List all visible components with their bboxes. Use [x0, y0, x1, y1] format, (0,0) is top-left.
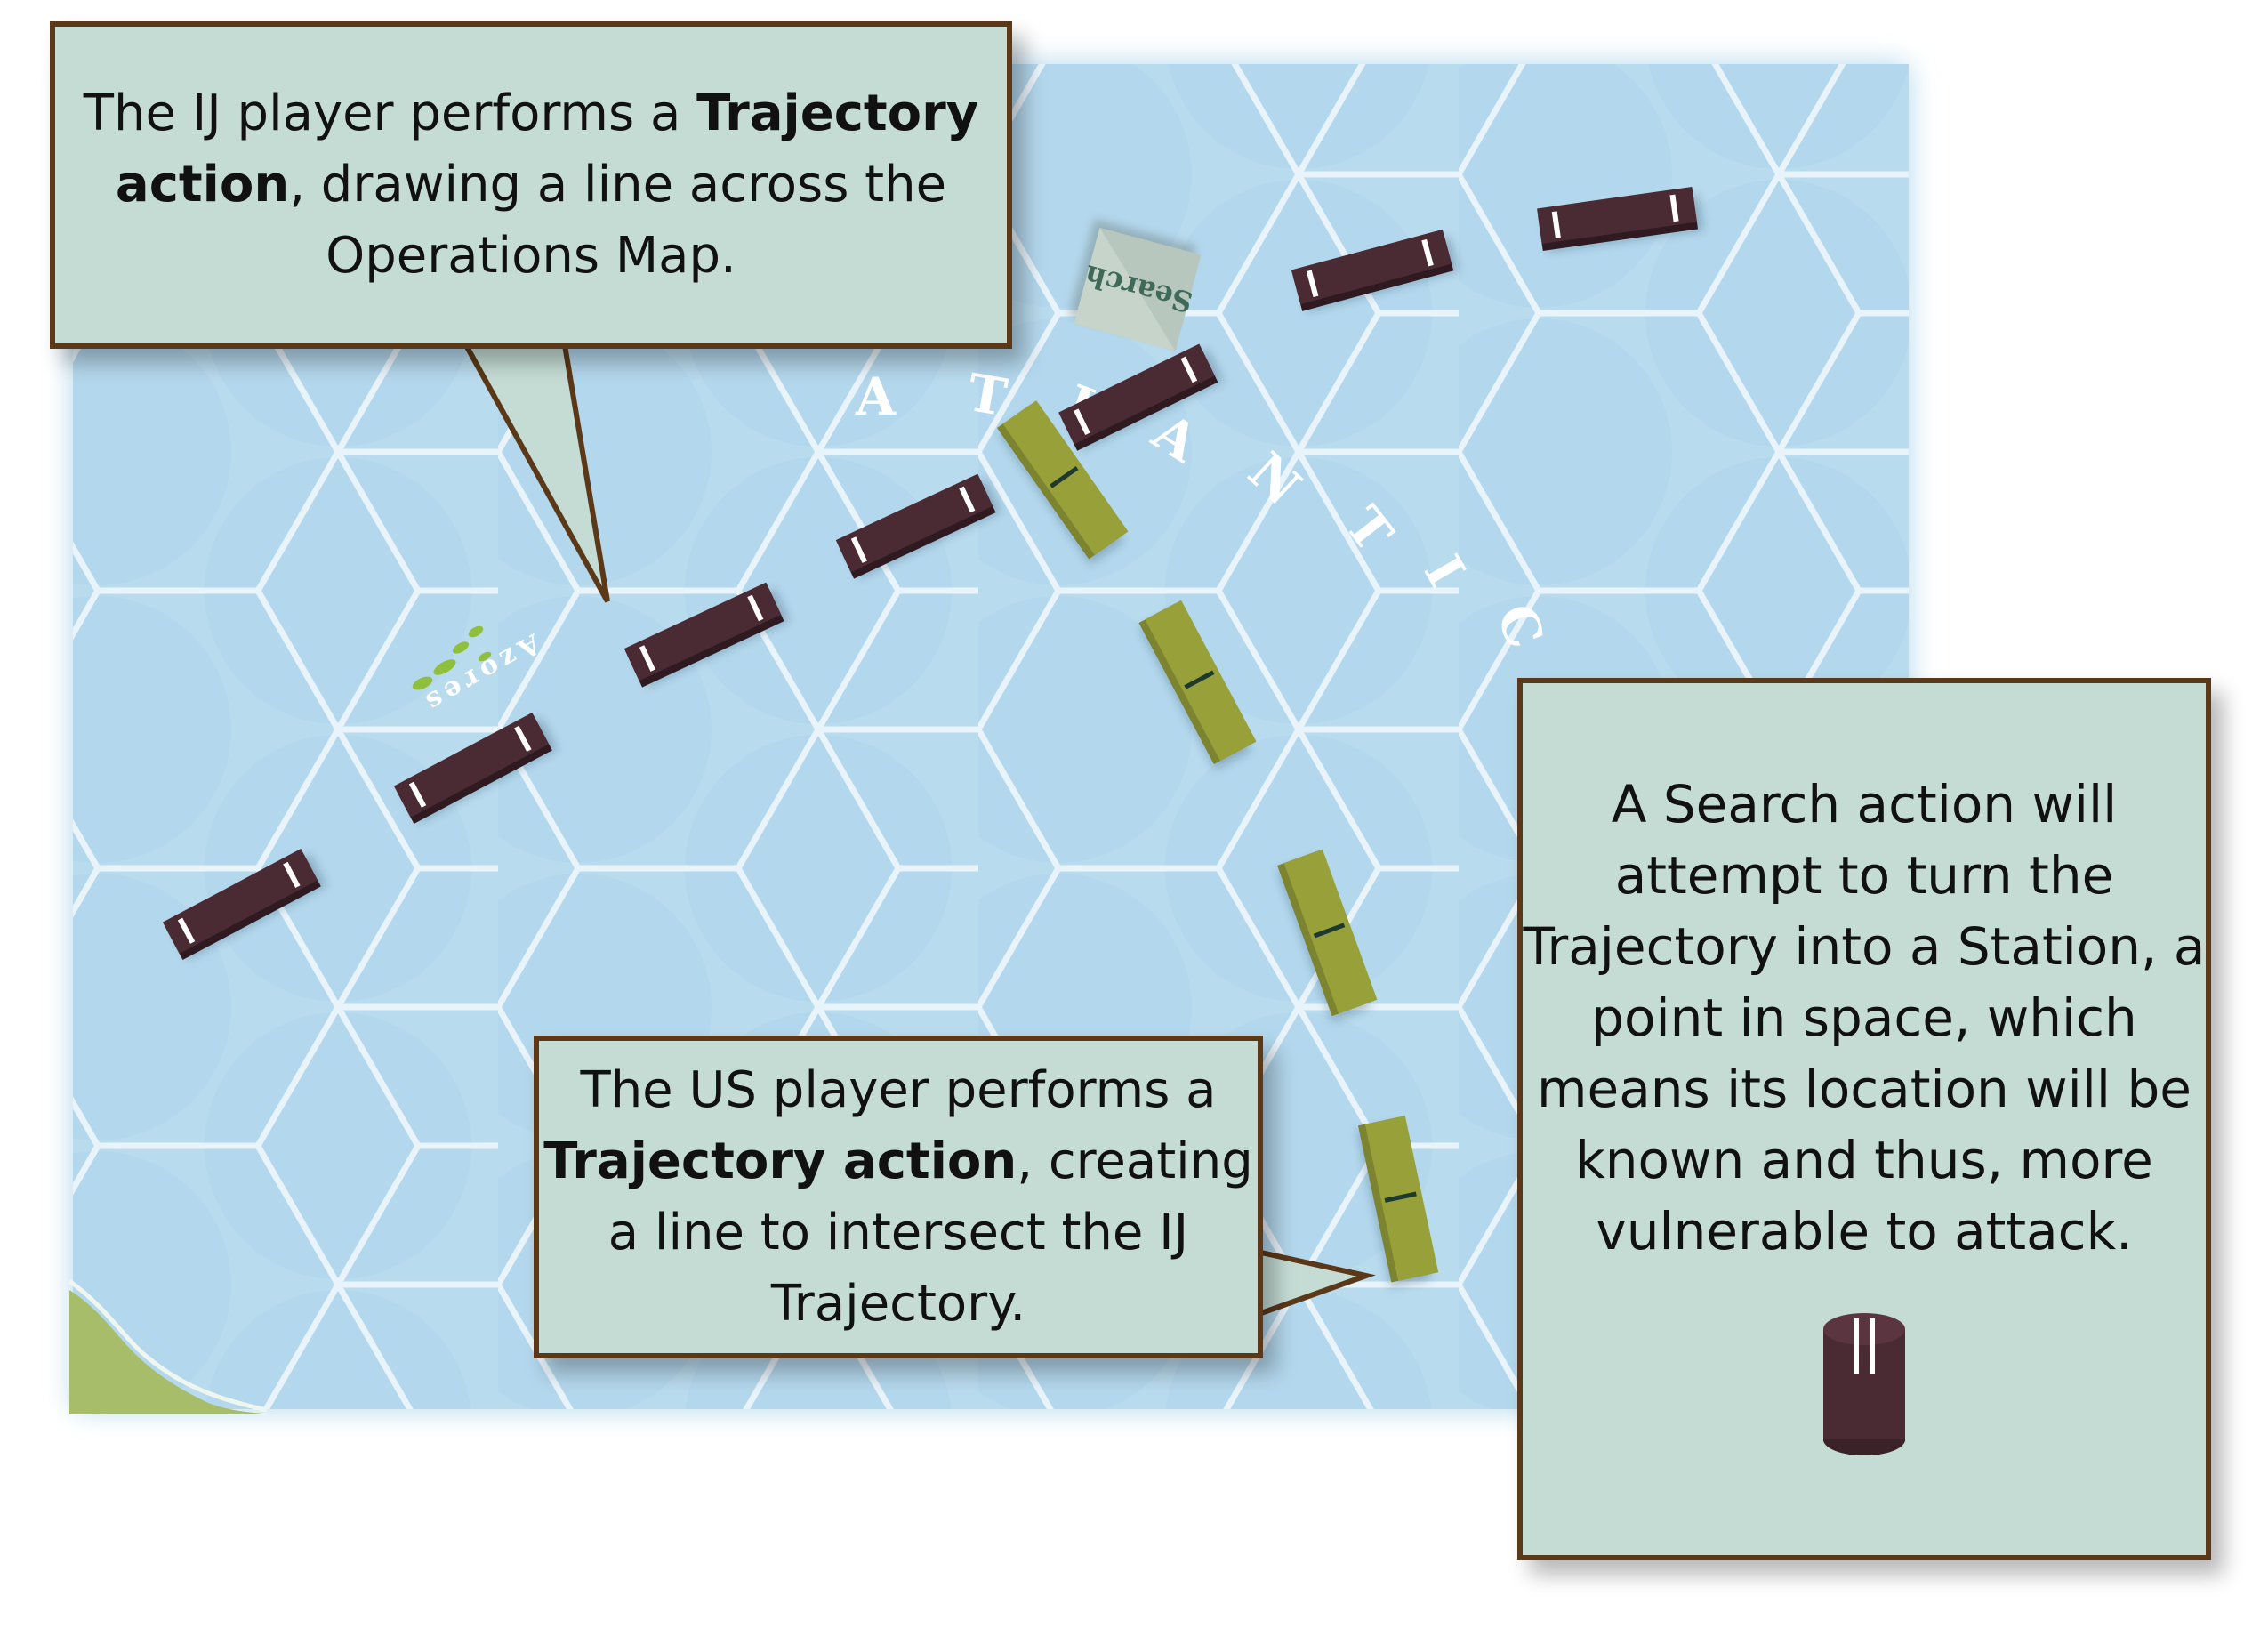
- us-trajectory: [996, 400, 1439, 1288]
- callout-us-text: The US player performs a Trajectory acti…: [543, 1060, 1253, 1333]
- callout-tail-us: [1259, 1250, 1376, 1316]
- us-trajectory-block: [1138, 600, 1257, 770]
- callout-search-text: A Search action will attempt to turn the…: [1523, 774, 2206, 1261]
- ij-trajectory-block: [162, 849, 327, 961]
- callout-tail-ij: [462, 343, 610, 603]
- search-marker[interactable]: Search: [1067, 219, 1207, 352]
- callout-ij-trajectory: The IJ player performs a Trajectory acti…: [50, 21, 1012, 349]
- coastline-land: [68, 1278, 276, 1414]
- us-trajectory-block: [996, 400, 1129, 565]
- callout-search-action: A Search action will attempt to turn the…: [1517, 678, 2211, 1560]
- callout-ij-text: The IJ player performs a Trajectory acti…: [83, 85, 979, 285]
- us-trajectory-block: [1357, 1116, 1439, 1288]
- ij-trajectory-block: [835, 473, 1001, 579]
- ij-trajectory-block: [623, 582, 790, 688]
- ij-trajectory-block: [1058, 343, 1224, 451]
- azores-islands: [412, 625, 492, 690]
- svg-text:A: A: [855, 367, 897, 427]
- callout-us-trajectory: The US player performs a Trajectory acti…: [534, 1036, 1263, 1358]
- us-trajectory-block: [1277, 849, 1378, 1022]
- ij-trajectory-block: [1537, 186, 1704, 253]
- ij-trajectory-block: [1291, 229, 1460, 312]
- station-marker-icon: [1823, 1313, 1905, 1455]
- ij-trajectory: [162, 186, 1704, 961]
- ij-trajectory-block: [393, 713, 559, 825]
